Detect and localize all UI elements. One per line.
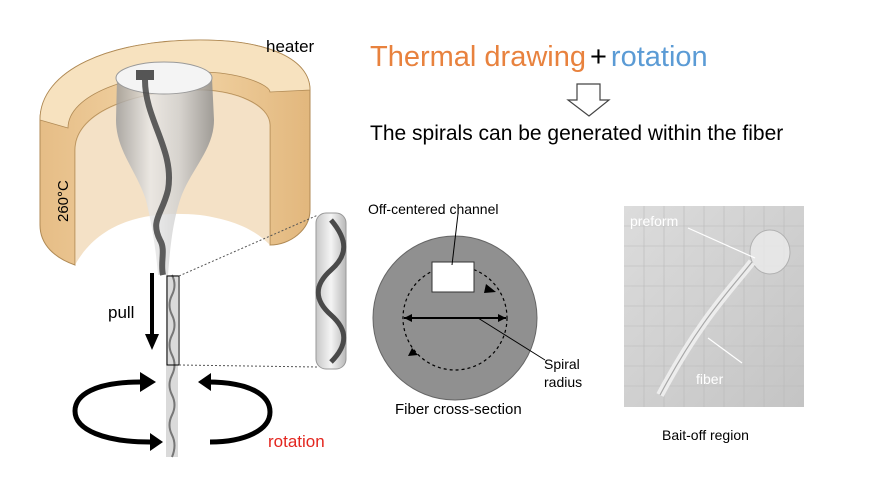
- title-thermal-drawing: Thermal drawing: [370, 41, 586, 73]
- spiral-radius-line2: radius: [544, 374, 583, 390]
- spiral-radius-line1: Spiral: [544, 356, 580, 372]
- off-centered-channel: [431, 261, 475, 293]
- bait-off-region-label: Bait-off region: [662, 427, 749, 443]
- heater-label: heater: [266, 37, 315, 56]
- fiber-cross-section: [372, 213, 546, 401]
- fiber-label: fiber: [696, 371, 724, 387]
- subtitle: The spirals can be generated within the …: [370, 122, 784, 145]
- down-arrow-icon: [566, 83, 611, 117]
- pull-label: pull: [108, 303, 135, 322]
- spiral-radius-label: Spiral radius: [544, 355, 582, 391]
- rotation-label: rotation: [268, 432, 325, 451]
- channel-square-icon: [136, 70, 154, 80]
- zoom-box: [166, 275, 180, 366]
- preform: [115, 61, 214, 276]
- preform-label: preform: [630, 213, 679, 229]
- rotation-arrows-icon: [72, 372, 273, 451]
- page-title: Thermal drawing+rotation: [370, 40, 708, 74]
- off-centered-channel-label: Off-centered channel: [368, 201, 499, 217]
- temperature-label: 260°C: [55, 180, 72, 222]
- fiber: [166, 214, 319, 458]
- bait-off-photo: [624, 206, 804, 407]
- title-rotation: rotation: [610, 41, 708, 73]
- fiber-cross-section-label: Fiber cross-section: [395, 401, 522, 418]
- magnified-fiber: [315, 212, 347, 370]
- title-plus: +: [589, 41, 607, 73]
- pull-arrow-icon: [145, 273, 159, 350]
